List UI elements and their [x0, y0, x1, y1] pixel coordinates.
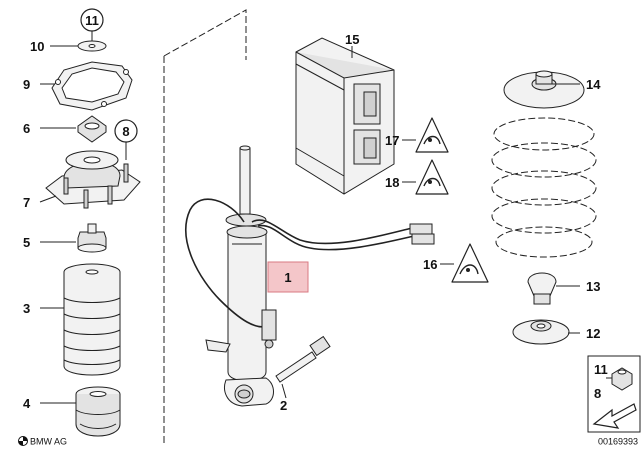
part-1-shock-absorber	[185, 145, 435, 407]
callout-8: 8	[122, 124, 129, 139]
part-10-washer	[77, 40, 107, 52]
part-2-bolt	[275, 335, 331, 399]
callout-6: 6	[23, 121, 30, 136]
part-18-label	[415, 159, 449, 195]
part-5-bump-stop	[77, 223, 107, 253]
part-4-aux-spring	[75, 386, 121, 437]
part-12-lower-pad	[512, 319, 570, 345]
legend-8: 8	[594, 386, 601, 401]
bmw-logo	[18, 436, 28, 446]
callout-10: 10	[30, 39, 44, 54]
part-15-control-unit	[295, 37, 395, 195]
callout-16: 16	[423, 257, 437, 272]
logo-text: BMW AG	[30, 437, 67, 447]
callout-13: 13	[586, 279, 600, 294]
top-mount-stack: 11 10 9 6 8	[23, 8, 141, 437]
callout-1-highlight: 1	[267, 261, 309, 293]
coil-spring	[491, 117, 597, 258]
part-13-bump-stop	[527, 272, 557, 305]
callout-15: 15	[345, 32, 359, 47]
part-16-label	[451, 243, 489, 283]
callout-2: 2	[280, 398, 287, 413]
part-9-gasket	[51, 61, 133, 111]
diagram-code: 00169393	[598, 437, 638, 447]
callout-9: 9	[23, 77, 30, 92]
callout-11: 11	[85, 13, 99, 28]
part-6-bushing	[77, 115, 107, 143]
callout-12: 12	[586, 326, 600, 341]
callout-5: 5	[23, 235, 30, 250]
arrow-icon	[592, 403, 637, 429]
part-17-label	[415, 117, 449, 153]
callout-18: 18	[385, 175, 399, 190]
nut-icon	[611, 367, 633, 391]
legend-11: 11	[594, 362, 608, 377]
part-14-spring-pad	[503, 70, 585, 109]
callout-4: 4	[23, 396, 31, 411]
highlight-box	[267, 261, 309, 293]
part-3-protective-tube	[63, 263, 121, 376]
fastener-legend: 11 8	[587, 355, 641, 433]
callout-14: 14	[586, 77, 601, 92]
callout-3: 3	[23, 301, 30, 316]
callout-7: 7	[23, 195, 30, 210]
callout-17: 17	[385, 133, 399, 148]
callout-1: 1	[284, 270, 291, 285]
part-7-top-mount	[45, 150, 141, 209]
